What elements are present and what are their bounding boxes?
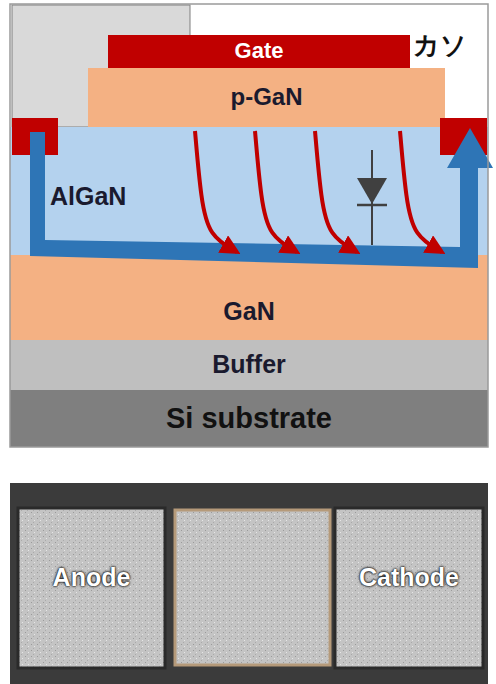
layer-label: Cathode: [359, 564, 459, 592]
layer-label: GaN: [223, 298, 274, 326]
layer-label: p-GaN: [231, 84, 303, 110]
leak-current-arrow: [400, 131, 442, 252]
layer-label: Anode: [53, 564, 131, 592]
cathode-pad-fill: [335, 508, 483, 668]
leak-current-arrow: [195, 131, 237, 252]
algan-layer: AlGaN: [10, 127, 488, 255]
current-path-arrow: [30, 128, 493, 268]
leak-current-arrow: [255, 131, 297, 252]
gate-layer-fill: [108, 35, 410, 68]
p-gan-layer: p-GaN: [88, 68, 445, 127]
cathode-pad: Cathode: [335, 508, 483, 668]
layer-label: AlGaN: [50, 183, 126, 211]
anode-pad: Anode: [18, 508, 165, 668]
gan-layer: GaN: [10, 255, 488, 340]
algan-layer-fill: [10, 127, 488, 255]
p-gan-layer-fill: [88, 68, 445, 127]
substrate-layer-fill: [10, 390, 488, 447]
layer-label: Si substrate: [166, 403, 332, 435]
layer-label: Buffer: [212, 351, 286, 379]
gan-layer-fill: [10, 255, 488, 340]
gate-layer: Gate: [108, 35, 410, 68]
layer-label: Gate: [235, 39, 284, 63]
buffer-layer: Buffer: [10, 340, 488, 390]
middle-pad: [175, 510, 330, 665]
buffer-layer-fill: [10, 340, 488, 390]
heading-fragment: カソ: [413, 28, 467, 63]
frame: [10, 4, 488, 447]
substrate-layer: Si substrate: [10, 390, 488, 447]
anode-pad-fill: [18, 508, 165, 668]
chip-photo-ground: [10, 483, 488, 684]
leak-current-arrow: [315, 131, 357, 252]
diode-symbol: [357, 150, 387, 245]
